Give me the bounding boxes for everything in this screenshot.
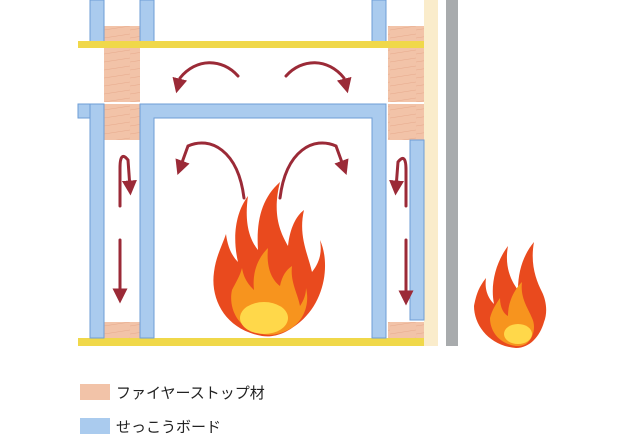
- gypsum-board-left-outer: [89, 103, 105, 339]
- fire-stop-material-swatch: [80, 384, 110, 400]
- bottom-plate: [78, 338, 424, 346]
- legend-label-gypsum-board: せっこうボード: [116, 417, 222, 436]
- fire-stop-block-mid-right: [388, 104, 424, 140]
- stud-top-right: [371, 0, 387, 43]
- gypsum-board-room-enclosure: [139, 103, 387, 339]
- airflow-arrow-icon: [389, 156, 408, 208]
- flame-icon: [474, 242, 547, 348]
- airflow-arrow-icon: [172, 61, 240, 94]
- exterior-wall: [446, 0, 458, 346]
- stud-top-left-b: [139, 0, 155, 43]
- fire-stop-block-mid-left: [104, 104, 140, 140]
- airflow-arrow-icon: [278, 141, 349, 200]
- airflow-arrow-icon: [175, 141, 246, 200]
- top-plate: [78, 41, 424, 48]
- airflow-arrows: [112, 61, 414, 306]
- legend-item-fire-stop: ファイヤーストップ材: [80, 382, 265, 402]
- legend-label-fire-stop: ファイヤーストップ材: [116, 383, 265, 402]
- airflow-arrow-icon: [118, 154, 137, 208]
- flame-icon: [213, 182, 326, 337]
- fire-stop-block-upper-right: [388, 26, 424, 102]
- gypsum-board-swatch: [80, 418, 110, 434]
- fire-stop-left-cap: [77, 103, 91, 119]
- gypsum-board-right: [409, 139, 425, 321]
- fire-stop-block-upper-left: [104, 26, 140, 102]
- legend-item-gypsum-board: せっこうボード: [80, 416, 221, 436]
- stud-top-left-a: [89, 0, 105, 43]
- exterior-sheathing: [424, 0, 438, 346]
- airflow-arrow-icon: [284, 61, 352, 94]
